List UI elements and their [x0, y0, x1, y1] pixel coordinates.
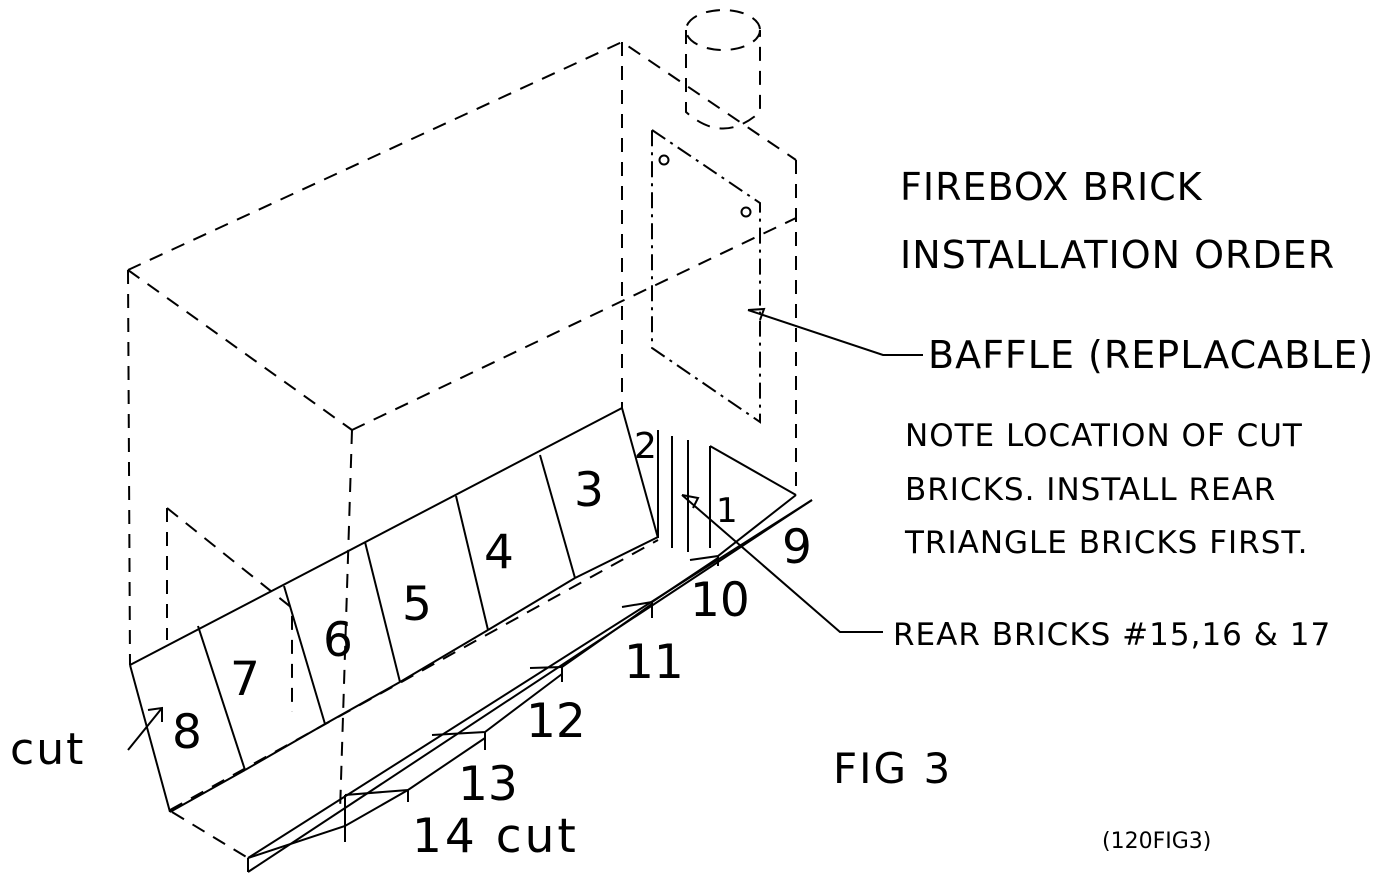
baffle-label: BAFFLE (REPLACABLE) [928, 333, 1374, 377]
brick-number-8: 8 [172, 705, 202, 760]
title-line-2: INSTALLATION ORDER [900, 233, 1335, 277]
baffle-plate [651, 128, 761, 424]
side-wall-bricks [129, 407, 659, 813]
firebox-outline [127, 40, 797, 859]
brick-number-4: 4 [484, 525, 514, 580]
brick-number-3: 3 [574, 463, 604, 518]
brick-number-10: 10 [690, 573, 750, 628]
brick-number-11: 11 [624, 635, 684, 690]
brick-number-2: 2 [634, 426, 657, 467]
brick-number-5: 5 [402, 577, 432, 632]
rear-triangle-brick [166, 507, 293, 712]
brick-number-13: 13 [458, 757, 518, 812]
leader-lines [127, 307, 923, 751]
brick-number-1: 1 [716, 491, 738, 531]
flue-collar [685, 9, 761, 130]
brick-number-14: 14 cut [412, 809, 579, 864]
note-line-1: NOTE LOCATION OF CUT [905, 418, 1303, 454]
figure-code: (120FIG3) [1102, 829, 1211, 854]
figure-label: FIG 3 [833, 744, 952, 793]
brick-number-9: 9 [782, 520, 812, 575]
floor-bricks [247, 494, 813, 873]
brick-number-7: 7 [230, 652, 260, 707]
note-line-2: BRICKS. INSTALL REAR [905, 472, 1276, 508]
brick-number-12: 12 [526, 694, 586, 749]
brick-number-6: 6 [323, 613, 353, 668]
note-line-3: TRIANGLE BRICKS FIRST. [904, 525, 1309, 561]
rear-bricks-label: REAR BRICKS #15,16 & 17 [893, 617, 1331, 653]
title-line-1: FIREBOX BRICK [900, 165, 1203, 209]
cut-label: cut [10, 724, 85, 775]
